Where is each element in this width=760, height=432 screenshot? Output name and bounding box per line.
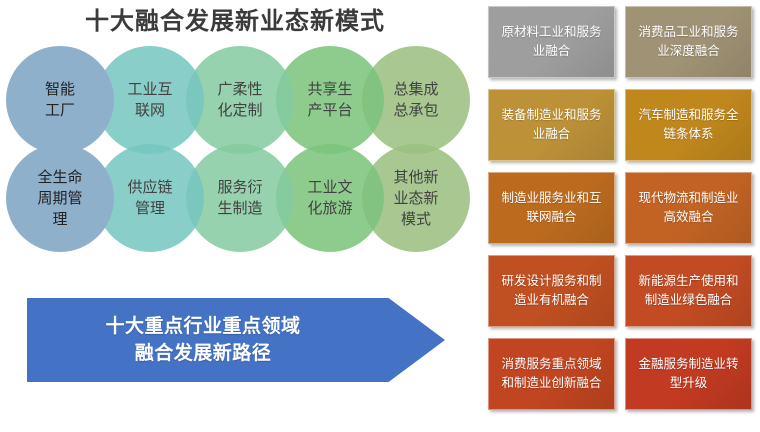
venn-circle-label: 供应链管理	[127, 179, 173, 217]
industry-box-label: 消费品工业和服务业深度融合	[638, 25, 739, 58]
path-banner-line1: 十大重点行业重点领域	[105, 316, 301, 337]
venn-circle-label: 全生命周期管理	[37, 168, 83, 228]
industry-box-label: 汽车制造和服务全链条体系	[638, 108, 739, 141]
venn-circle-r1-c2[interactable]: 工业互联网	[96, 46, 204, 154]
venn-circle-r2-c4[interactable]: 工业文化旅游	[276, 144, 384, 252]
industry-box-label: 研发设计服务和制造业有机融合	[501, 274, 602, 307]
venn-circle-label: 共享生产平台	[307, 81, 353, 119]
industry-box[interactable]: 汽车制造和服务全链条体系	[625, 89, 752, 161]
industry-box-label: 现代物流和制造业高效融合	[638, 191, 739, 224]
industry-box[interactable]: 现代物流和制造业高效融合	[625, 172, 752, 244]
venn-circle-r1-c1[interactable]: 智能工厂	[6, 46, 114, 154]
venn-circle-label: 工业互联网	[127, 81, 173, 119]
industry-box-label: 制造业服务业和互联网融合	[501, 191, 602, 224]
path-banner[interactable]: 十大重点行业重点领域 融合发展新路径	[27, 298, 445, 382]
venn-circle-label: 其他新业态新模式	[393, 168, 439, 228]
industry-box[interactable]: 研发设计服务和制造业有机融合	[488, 255, 615, 327]
industry-box[interactable]: 消费品工业和服务业深度融合	[625, 6, 752, 78]
venn-circle-label: 广柔性化定制	[217, 81, 263, 119]
venn-circle-r1-c4[interactable]: 共享生产平台	[276, 46, 384, 154]
industry-box[interactable]: 装备制造业和服务业融合	[488, 89, 615, 161]
industry-box[interactable]: 消费服务重点领域和制造业创新融合	[488, 338, 615, 410]
industry-box[interactable]: 新能源生产使用和制造业绿色融合	[625, 255, 752, 327]
industry-grid: 原材料工业和服务业融合 消费品工业和服务业深度融合装备制造业和服务业融合 汽车制造和…	[488, 6, 752, 426]
industry-box[interactable]: 金融服务制造业转型升级	[625, 338, 752, 410]
left-panel: 十大融合发展新业态新模式 智能工厂 工业互联网 广柔性化定制 共享生产平台 总集成总承包…	[0, 8, 470, 382]
industry-box-label: 新能源生产使用和制造业绿色融合	[638, 274, 739, 307]
venn-circle-cluster: 智能工厂 工业互联网 广柔性化定制 共享生产平台 总集成总承包全生命周期管理 供应链管理 服…	[0, 46, 470, 271]
path-banner-line2: 融合发展新路径	[134, 343, 272, 364]
industry-box-label: 装备制造业和服务业融合	[501, 108, 602, 141]
venn-circle-r2-c1[interactable]: 全生命周期管理	[6, 144, 114, 252]
venn-circle-r2-c2[interactable]: 供应链管理	[96, 144, 204, 252]
industry-box[interactable]: 原材料工业和服务业融合	[488, 6, 615, 78]
venn-circle-r2-c3[interactable]: 服务衍生制造	[186, 144, 294, 252]
venn-circle-r1-c3[interactable]: 广柔性化定制	[186, 46, 294, 154]
venn-circle-label: 总集成总承包	[393, 81, 439, 119]
industry-box-label: 消费服务重点领域和制造业创新融合	[501, 357, 602, 390]
page-title: 十大融合发展新业态新模式	[85, 8, 385, 35]
industry-box[interactable]: 制造业服务业和互联网融合	[488, 172, 615, 244]
venn-circle-label: 智能工厂	[44, 81, 75, 119]
venn-circle-label: 服务衍生制造	[217, 179, 263, 217]
venn-circle-label: 工业文化旅游	[307, 179, 353, 217]
industry-box-label: 金融服务制造业转型升级	[638, 357, 739, 390]
path-banner-text: 十大重点行业重点领域 融合发展新路径	[27, 313, 379, 367]
industry-box-label: 原材料工业和服务业融合	[501, 25, 602, 58]
